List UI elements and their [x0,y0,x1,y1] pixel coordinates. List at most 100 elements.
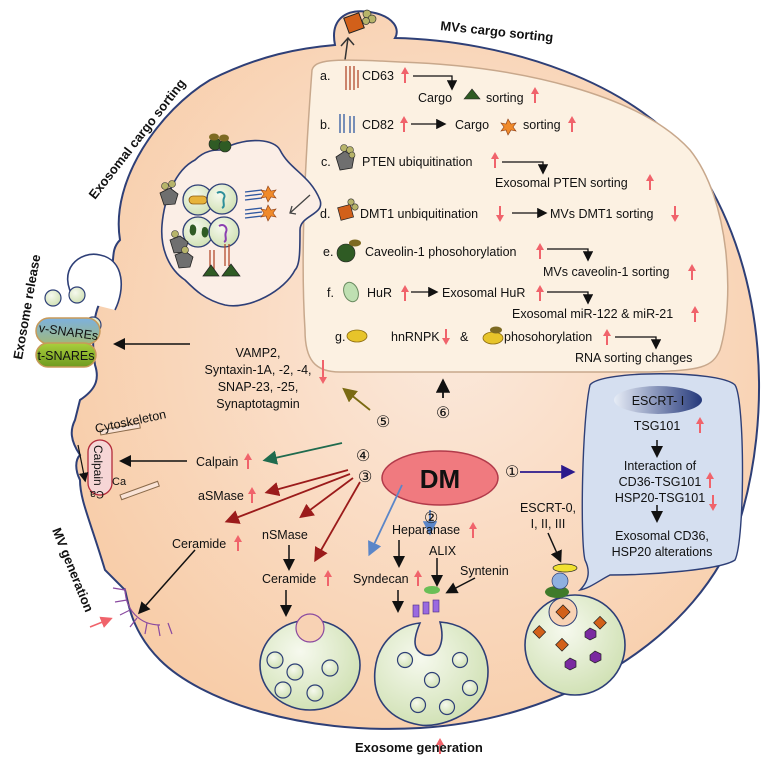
cargo-e-letter: e. [323,245,333,259]
cargo-d-result: MVs DMT1 sorting [550,207,654,221]
cargo-f-letter: f. [327,286,334,300]
up-regulation-arrow-icon-cd36 [706,472,714,488]
cargo-c-letter: c. [321,155,331,169]
up-regulation-arrow-icon-caveolin-sorting [688,264,696,280]
cargo-a-result: Cargo [418,91,452,105]
pathway-3-arrow [224,473,351,524]
syntenin-shape [424,586,440,594]
pathway-3-arrow [264,469,349,497]
asmase-label: aSMase [198,489,244,503]
up-regulation-arrow-icon-pten [491,152,499,168]
heparanase-label: Heparanase [392,523,460,537]
hnrnpk-icon [346,329,368,343]
cargo-e-arrow [547,248,594,262]
cargo-panel [302,59,729,373]
syntenin-label: Syntenin [460,564,509,578]
calpain-label: Calpain [196,455,238,469]
nsmase-label: nSMase [262,528,308,542]
ceramide-mv-arrow [138,549,196,615]
down-regulation-arrow-icon-hnrnpk [442,329,450,345]
pathway-3-arrow [299,477,354,519]
up-regulation-arrow-icon-exosomal-hur [536,285,544,301]
up-regulation-arrow-icon-mirna [691,306,699,322]
mv-generation-bud [89,587,173,637]
escrt-panel [577,373,744,592]
up-regulation-arrow-icon-asmase [248,487,256,503]
star-cargo-icon [260,185,277,203]
pten-cluster-icon [159,180,179,206]
syntenin-arrow [445,577,476,594]
cd36-tsg101-label: CD36-TSG101 [619,475,702,489]
escrt-i-ellipse [614,386,702,414]
dm-ellipse [381,450,499,506]
up-regulation-arrow-icon-cargo-a [531,87,539,103]
down-regulation-arrow-icon-dmt1-sorting [671,206,679,222]
mvb-cargo-sorting [159,133,322,307]
up-regulation-arrow-icon-cargo-b [568,116,576,132]
outcome-label: HSP20 alterations [612,545,713,559]
pathway-number-6: ⑥ [436,405,450,422]
pten-icon [335,144,356,171]
interaction-title: Interaction of [624,459,697,473]
down-regulation-arrow-icon-hsp20 [709,495,717,511]
cargo-f2-arrow [547,291,594,305]
cargo-b-letter: b. [320,118,330,132]
cargo-a-result2: sorting [486,91,524,105]
cargo-c-factor: PTEN ubiquitination [362,155,473,169]
dmt1-icon [337,198,359,221]
escrt-all-arrow [547,532,562,563]
ceramide-label: Ceramide [262,572,316,586]
dm-label: DM [420,464,460,494]
escrt-all-label: ESCRT-0, [520,501,576,515]
exosome-release-bud [35,253,122,368]
title-mvs-cargo-sorting: MVs cargo sorting [440,18,554,45]
pathway-number-5: ⑤ [376,414,390,431]
caveolin-icon [336,239,361,263]
release-factor: Syntaxin-1A, -2, -4, [205,363,312,377]
regulation-indicators [234,67,717,754]
cargo-d-factor: DMT1 unbiquitination [360,207,478,221]
escrt-all-label: I, II, III [531,517,566,531]
down-regulation-arrow-icon-dmt1 [496,206,504,222]
cargo-a-arrow [413,75,458,91]
pathway-number-4: ④ [356,448,370,465]
mv-bud [340,9,377,61]
up-regulation-arrow-icon-heparanase [469,522,477,538]
cargo-c-arrow [502,161,549,175]
calpain-box-label: Calpain [91,445,105,486]
up-regulation-arrow-icon-cd63 [401,67,409,83]
hollow-arrow-icon [340,36,355,61]
up-regulation-arrow-icon-syndecan [414,570,422,586]
up-regulation-arrow-icon-exosome-generation [436,738,444,754]
calpain-region [77,422,160,501]
outcome-label: Exosomal CD36, [615,529,709,543]
pathway-number-1: ① [505,464,519,481]
title-mv-generation: MV generation [49,526,96,615]
down-regulation-arrow-icon-release-factors [319,360,327,384]
up-regulation-arrow-icon-hur [401,285,409,301]
title-exosome-release: Exosome release [10,253,43,360]
escrt-mvb [524,563,626,696]
release-factor: SNAP-23, -25, [218,380,299,394]
ceramide-left-label: Ceramide [172,537,226,551]
cargo-a-letter: a. [320,69,330,83]
pathway-2-arrow [368,484,403,557]
tsg101-label: TSG101 [634,419,681,433]
escrt-i-label: ESCRT- I [632,394,685,408]
pathway-5-arrow [342,387,371,411]
cargo-g-factor2: phosohorylation [504,330,592,344]
cargo-f-factor: HuR [367,286,392,300]
hur-icon [343,281,359,303]
cargo-e-factor: Caveolin-1 phosohorylation [365,245,517,259]
triangle-cargo-icon [463,88,481,100]
cargo-b-result: Cargo [455,118,489,132]
caveolin-cluster-icon [208,133,232,153]
t-snares-label: t-SNAREs [38,349,95,363]
up-regulation-arrow-icon-tsg101 [696,417,704,433]
cargo-g-factor: hnRNPK [391,330,440,344]
t-snares-shape [35,342,97,368]
release-factor: VAMP2, [236,346,281,360]
cd82-icon [339,114,355,133]
alix-label: ALIX [429,544,457,558]
